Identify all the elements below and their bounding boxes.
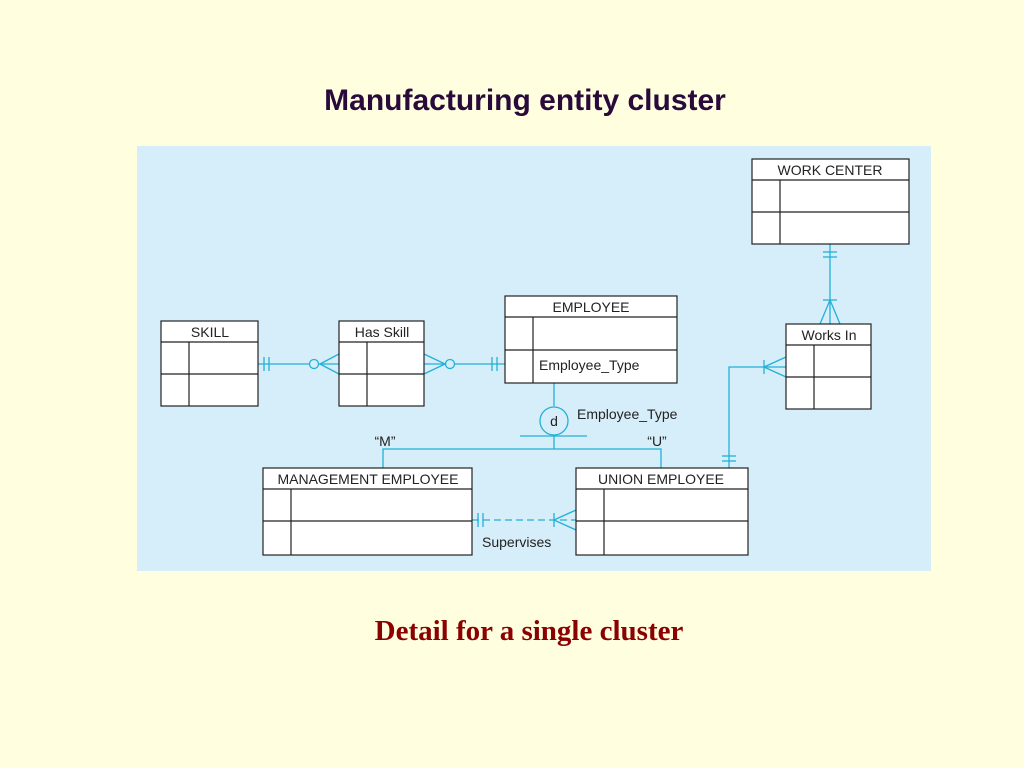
discriminator-label: Employee_Type: [577, 406, 678, 422]
supervises-label: Supervises: [482, 534, 551, 550]
subtype-symbol: d: [550, 413, 558, 429]
entity-management-employee: [262, 467, 473, 556]
skill-title: SKILL: [191, 324, 229, 340]
entity-work-center: [751, 158, 910, 245]
entity-works-in: [785, 323, 872, 410]
subtype-hierarchy: [382, 383, 662, 468]
has-skill-title: Has Skill: [355, 324, 409, 340]
works-in-title: Works In: [802, 327, 857, 343]
relationship-supervises: [472, 509, 577, 531]
employee-type-attribute: Employee_Type: [539, 357, 640, 373]
entity-skill: [160, 320, 259, 407]
relationship-union-worksin: [722, 356, 787, 468]
subtype-u-label: “U”: [647, 433, 667, 449]
entity-union-employee: [575, 467, 749, 556]
entity-employee: [504, 295, 678, 384]
employee-title: EMPLOYEE: [552, 299, 629, 315]
relationship-workcenter-worksin: [819, 244, 841, 325]
union-employee-title: UNION EMPLOYEE: [598, 471, 724, 487]
relationship-hasskill-employee: [423, 353, 505, 375]
management-employee-title: MANAGEMENT EMPLOYEE: [277, 471, 458, 487]
caption: Detail for a single cluster: [374, 615, 684, 647]
slide-title: Manufacturing entity cluster: [324, 84, 726, 117]
subtype-m-label: “M”: [375, 433, 396, 449]
work-center-title: WORK CENTER: [778, 162, 883, 178]
entity-has-skill: [338, 320, 425, 407]
relationship-skill-hasskill: [258, 353, 340, 375]
